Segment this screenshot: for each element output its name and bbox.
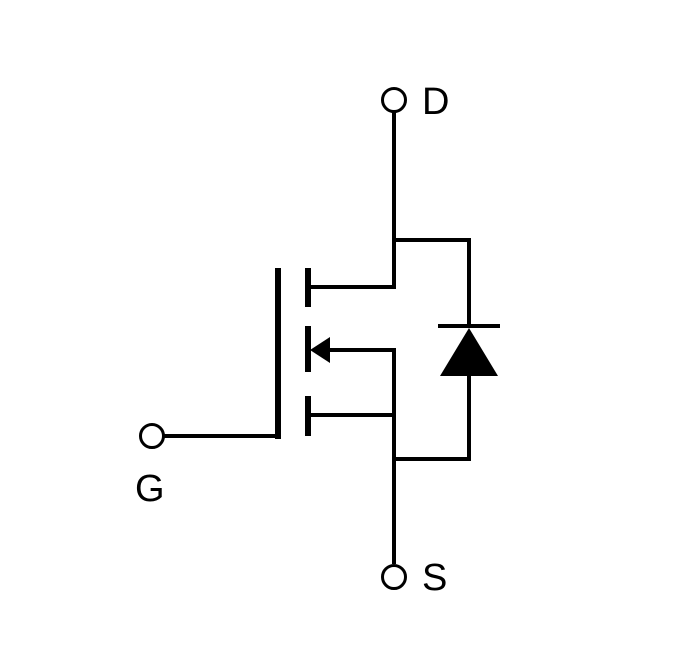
source-terminal	[381, 564, 407, 590]
gate-terminal	[139, 423, 165, 449]
source-label: S	[422, 557, 447, 599]
diode-top-wire	[392, 238, 471, 328]
diode-triangle-icon	[440, 328, 498, 376]
diode-bottom-wire	[392, 374, 471, 461]
gate-label: G	[135, 468, 165, 510]
drain-label: D	[422, 81, 449, 123]
body-arrow-icon	[310, 337, 330, 363]
drain-terminal	[381, 87, 407, 113]
